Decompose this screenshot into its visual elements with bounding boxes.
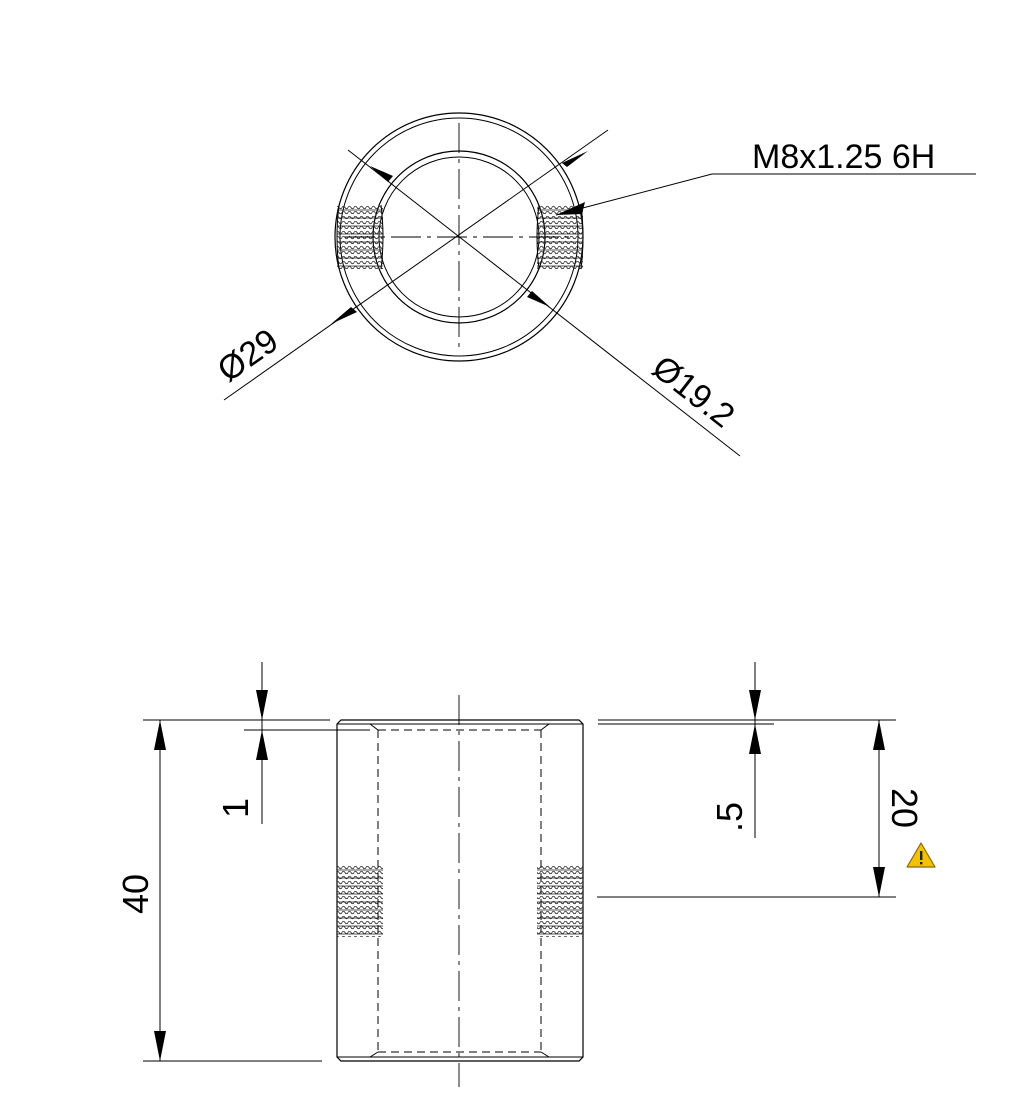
side-thread-left xyxy=(337,865,383,937)
arrow xyxy=(749,690,761,720)
arrow xyxy=(331,307,357,324)
inner-chamfer-label: .5 xyxy=(709,802,750,832)
arrow xyxy=(256,730,268,760)
chamfer-label: 1 xyxy=(215,798,256,818)
arrow xyxy=(370,166,393,182)
height-label: 40 xyxy=(115,874,156,914)
arrow xyxy=(556,202,585,215)
body-outline xyxy=(336,719,584,1062)
arrow xyxy=(256,690,268,720)
thread-position-label: 20 xyxy=(884,788,925,828)
hidden-chamfer xyxy=(540,723,550,731)
hidden-chamfer xyxy=(369,723,379,731)
outer-diameter-label: Ø29 xyxy=(211,322,285,390)
arrow xyxy=(873,867,885,897)
top-view: Ø29 Ø19.2 M8x1.25 6H xyxy=(211,112,976,457)
side-thread-right xyxy=(537,865,583,937)
arrow xyxy=(873,720,885,750)
arrow xyxy=(749,724,761,754)
hidden-chamfer xyxy=(369,1051,379,1058)
inner-diameter-label: Ø19.2 xyxy=(645,348,741,435)
hidden-chamfer xyxy=(540,1051,550,1058)
thread-callout-label: M8x1.25 6H xyxy=(752,138,935,176)
side-view: 40 1 .5 20 xyxy=(115,662,936,1087)
arrow xyxy=(562,151,588,167)
arrow xyxy=(154,1031,166,1061)
warning-icon[interactable] xyxy=(906,842,936,868)
outer-diameter-leader xyxy=(223,129,609,401)
arrow xyxy=(154,720,166,750)
thread-callout-leader xyxy=(555,173,976,216)
arrow xyxy=(527,291,550,307)
